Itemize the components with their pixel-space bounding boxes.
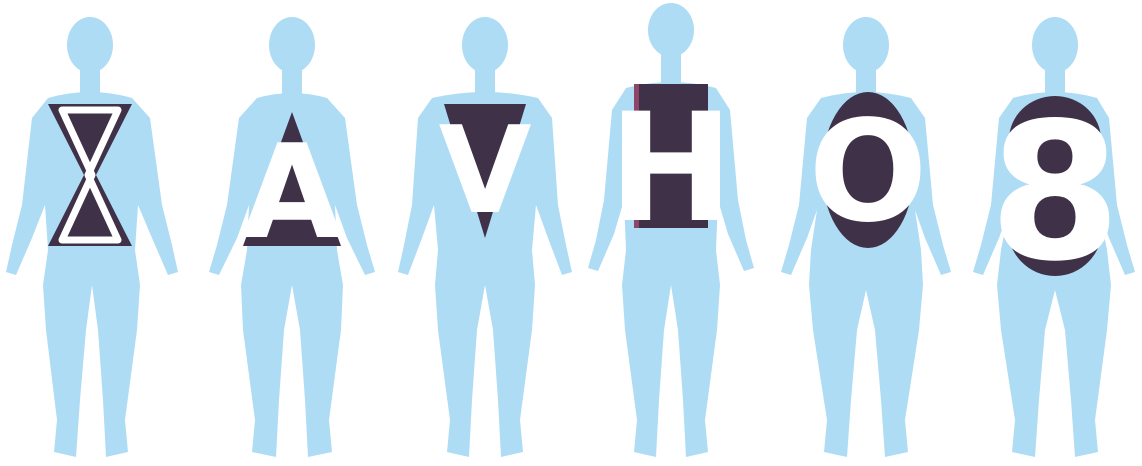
oval-figure-graphic: O <box>773 0 958 466</box>
figure-triangle: A <box>195 0 380 466</box>
oval-letter: O <box>808 91 927 254</box>
rectangle-letter: H <box>608 82 734 256</box>
figure-hourglass: X <box>0 0 185 466</box>
figure-eight-letter: 8 <box>989 82 1121 303</box>
figure-figure-eight: 8 <box>957 0 1142 466</box>
triangle-letter: A <box>242 116 343 268</box>
rectangle-figure-graphic: H <box>578 0 763 466</box>
figure-oval: O <box>773 0 958 466</box>
figure-eight-figure-graphic: 8 <box>957 0 1142 466</box>
triangle-figure-graphic: A <box>195 0 380 466</box>
inverted-triangle-letter: V <box>439 102 532 241</box>
figure-inverted-triangle: V <box>392 0 577 466</box>
figure-rectangle: H <box>578 0 763 466</box>
inverted-triangle-figure-graphic: V <box>392 0 577 466</box>
hourglass-figure-graphic: X <box>0 0 185 466</box>
